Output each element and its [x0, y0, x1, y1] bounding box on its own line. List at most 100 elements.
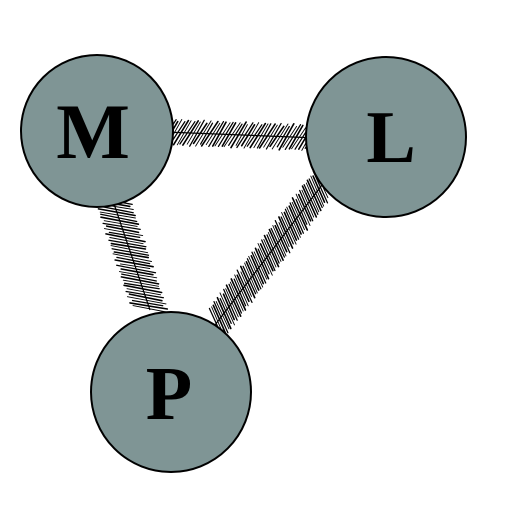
- edge-hatch-stroke: [240, 271, 252, 297]
- edge-hatch-stroke: [182, 120, 199, 146]
- edge-hatch-stroke: [100, 213, 138, 223]
- edge-hatch-stroke: [283, 211, 298, 241]
- edge-hatch-stroke: [272, 225, 287, 257]
- edge-hatch-stroke: [122, 279, 160, 287]
- edge-hatch-stroke: [295, 198, 308, 225]
- edge-hatch-stroke: [192, 122, 208, 145]
- edge-hatch-stroke: [291, 197, 309, 231]
- edge-hatch-stroke: [267, 232, 282, 262]
- edge-hatch-stroke: [301, 185, 318, 218]
- edge-hatch-stroke: [223, 122, 241, 148]
- edge-hatch-stroke: [108, 239, 147, 248]
- edge-l-p: [208, 170, 329, 340]
- edge-hatch-stroke: [295, 193, 311, 226]
- node-l[interactable]: L: [305, 56, 467, 218]
- edge-hatch-stroke: [225, 284, 242, 318]
- edge-hatch-stroke: [223, 288, 238, 321]
- edge-hatch-stroke: [263, 238, 277, 268]
- edge-hatch-stroke: [269, 125, 285, 148]
- edge-hatch-stroke: [263, 124, 278, 148]
- edge-hatch-stroke: [288, 124, 304, 150]
- edge-hatch-stroke: [274, 224, 288, 253]
- edge-hatch-stroke: [121, 273, 157, 282]
- edge-hatch-stroke: [235, 124, 248, 146]
- edge-hatch-stroke: [229, 281, 244, 312]
- edge-hatch-stroke: [289, 202, 305, 234]
- edge-hatch-stroke: [228, 283, 243, 314]
- edge-hatch-stroke: [123, 282, 160, 290]
- edge-hatch-stroke: [251, 251, 267, 284]
- edge-hatch-stroke: [199, 122, 214, 145]
- edge-hatch-stroke: [114, 259, 154, 268]
- edge-hatch-stroke: [113, 251, 149, 259]
- edge-hatch-stroke: [128, 293, 163, 302]
- edge-hatch-stroke: [225, 288, 239, 318]
- edge-hatch-stroke: [303, 183, 319, 215]
- edge-hatch-stroke: [233, 278, 247, 307]
- node-m-label: M: [56, 88, 130, 175]
- node-p-label: P: [146, 352, 192, 436]
- edge-hatch-stroke: [126, 296, 167, 305]
- edge-hatch-stroke: [310, 175, 325, 207]
- edge-hatch-stroke: [278, 222, 290, 248]
- edge-hatch-stroke: [109, 237, 144, 245]
- edge-hatch-stroke: [258, 123, 276, 149]
- node-m-circle: [20, 54, 174, 208]
- edge-hatch-stroke: [195, 120, 212, 147]
- node-p[interactable]: P: [90, 311, 252, 473]
- edge-hatch-stroke: [245, 260, 260, 291]
- edge-hatch-stroke: [286, 206, 301, 238]
- edge-hatch-stroke: [100, 216, 140, 225]
- edge-hatch-stroke: [312, 175, 326, 203]
- edge-hatch-stroke: [176, 120, 192, 146]
- edge-hatch-stroke: [256, 123, 272, 149]
- edge-hatch-stroke: [118, 271, 158, 279]
- edge-hatch-stroke: [221, 122, 237, 147]
- edge-hatch-stroke: [99, 211, 136, 219]
- edge-hatch-stroke: [278, 216, 294, 249]
- edge-hatch-stroke: [216, 296, 232, 330]
- edge-hatch-stroke: [254, 247, 270, 280]
- edge-hatch-stroke: [102, 222, 141, 231]
- edge-hatch-stroke: [129, 302, 169, 310]
- edge-hatch-stroke: [103, 220, 138, 227]
- edge-hatch-stroke: [212, 304, 227, 335]
- nodes-layer: M L P: [20, 54, 467, 473]
- edge-hatch-stroke: [120, 276, 160, 285]
- edge-hatch-stroke: [236, 122, 254, 149]
- edge-hatch-stroke: [243, 122, 260, 149]
- edge-hatch-stroke: [284, 208, 300, 240]
- edge-hatch-stroke: [305, 182, 320, 213]
- edge-hatch-stroke: [123, 284, 163, 294]
- edge-hatch-stroke: [259, 243, 274, 272]
- edge-hatch-stroke: [248, 255, 264, 288]
- edge-hatch-stroke: [308, 178, 323, 209]
- edge-m-p: [93, 194, 169, 313]
- edge-hatch-stroke: [265, 122, 282, 150]
- edge-hatch-stroke: [186, 121, 201, 145]
- edge-hatch-stroke: [208, 120, 225, 148]
- edge-hatch-stroke: [299, 189, 314, 222]
- edge-hatch-stroke: [189, 119, 205, 147]
- edge-hatch-stroke: [253, 251, 268, 280]
- node-l-circle: [305, 56, 467, 218]
- edge-hatch-stroke: [97, 208, 136, 217]
- edge-hatch-stroke: [278, 123, 295, 151]
- edge-hatch-stroke: [125, 290, 165, 299]
- edge-hatch-stroke: [116, 264, 157, 274]
- edge-hatch-stroke: [271, 123, 289, 150]
- edge-hatch-stroke: [306, 179, 322, 212]
- edge-hatch-stroke: [111, 248, 150, 256]
- node-m[interactable]: M: [20, 54, 174, 208]
- edge-hatch-stroke: [257, 248, 270, 275]
- edge-hatch-stroke: [234, 274, 249, 307]
- edge-hatch-stroke: [126, 288, 162, 296]
- edge-hatch-stroke: [213, 300, 229, 334]
- edge-hatch-stroke: [266, 234, 280, 264]
- edge-hatch-stroke: [242, 265, 257, 295]
- edge-hatch-stroke: [261, 239, 276, 272]
- edge-hatch-stroke: [103, 228, 144, 237]
- edge-hatch-stroke: [249, 122, 267, 149]
- edge-hatch-stroke: [172, 119, 190, 146]
